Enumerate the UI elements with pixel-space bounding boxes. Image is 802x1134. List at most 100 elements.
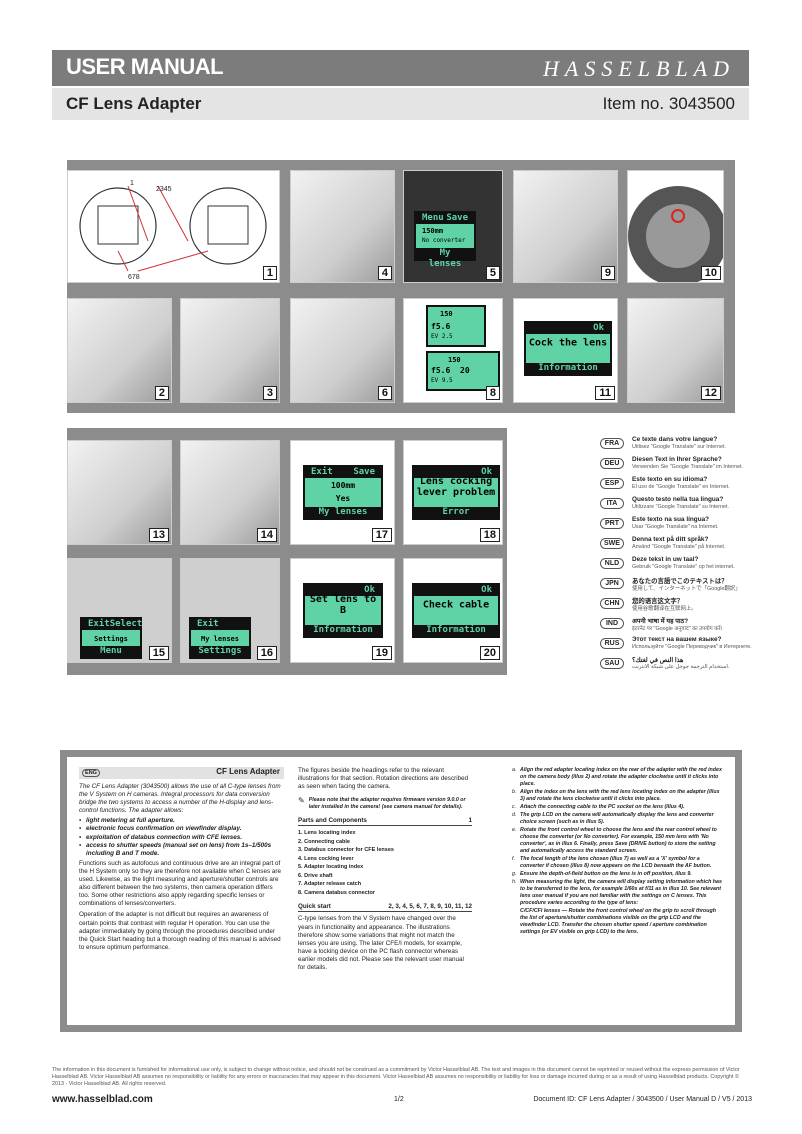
figure-number: 17 bbox=[371, 528, 392, 542]
illustration-11: Ok Cock the lens Information 11 bbox=[513, 298, 618, 403]
paragraph: The figures beside the headings refer to… bbox=[298, 767, 469, 791]
lang-translate-hint: Usar "Google Translate" na Internet. bbox=[632, 524, 719, 530]
step-key: g. bbox=[512, 871, 517, 877]
manual-title: USER MANUAL bbox=[66, 54, 224, 79]
column-1: ENG CF Lens Adapter The CF Lens Adapter … bbox=[79, 767, 284, 952]
step-item: b.Align the index on the lens with the r… bbox=[512, 789, 725, 803]
step-item: C/CF/CFI lenses — Rotate the front contr… bbox=[512, 908, 725, 936]
figure-number: 11 bbox=[595, 386, 615, 400]
figure-number: 12 bbox=[700, 386, 721, 400]
pencil-icon: ✎ bbox=[298, 796, 305, 806]
step-item: f. The focal length of the lens chosen (i… bbox=[512, 856, 725, 870]
header-bar: USER MANUAL HASSELBLAD bbox=[52, 50, 749, 86]
callout-678: 678 bbox=[128, 274, 140, 281]
illustration-10: 10 bbox=[627, 170, 724, 283]
paragraph: Operation of the adapter is not difficul… bbox=[79, 911, 281, 951]
lang-question: Deze tekst in uw taal? bbox=[632, 556, 699, 563]
list-item: 6. Drive shaft bbox=[298, 872, 333, 879]
lcd-screen: Exit My lenses Settings bbox=[189, 617, 251, 659]
figure-number: 2 bbox=[154, 386, 169, 400]
lang-question: Этот текст на вашем языке? bbox=[632, 636, 722, 643]
product-name: CF Lens Adapter bbox=[66, 94, 202, 113]
lang-question: Este texto en su idioma? bbox=[632, 476, 708, 483]
lang-question: Este texto na sua língua? bbox=[632, 516, 710, 523]
step-text: Align the index on the lens with the red… bbox=[520, 789, 720, 802]
step-text: When measuring the light, the camera wil… bbox=[520, 879, 722, 906]
section-header: ENG CF Lens Adapter bbox=[79, 767, 284, 779]
step-text: The focal length of the lens chosen (ill… bbox=[520, 856, 712, 869]
illustration-20: Ok Check cable Information 20 bbox=[403, 558, 503, 663]
figure-number: 3 bbox=[262, 386, 277, 400]
lang-translate-hint: 使用して、インターネットで「Google翻訳」 bbox=[632, 586, 741, 592]
paragraph: Functions such as autofocus and continuo… bbox=[79, 859, 281, 908]
step-item: h.When measuring the light, the camera w… bbox=[512, 879, 725, 907]
step-text: The grip LCD on the camera will automati… bbox=[520, 812, 714, 825]
lcd-screen: Ok Check cable Information bbox=[412, 583, 500, 638]
lang-question: Diesen Text in Ihrer Sprache? bbox=[632, 456, 722, 463]
lang-code: NLD bbox=[600, 558, 624, 569]
intro-text: The CF Lens Adapter (3043500) allows the… bbox=[79, 783, 281, 815]
lang-badge: ENG bbox=[82, 769, 100, 777]
lang-translate-hint: استخدام الترجمة جوجل على شبكة الانترنت. bbox=[632, 664, 730, 670]
disclaimer: The information in this document is furn… bbox=[52, 1067, 740, 1087]
lang-question: هذا النص في لغتك؟ bbox=[632, 657, 684, 664]
list-item: electronic focus confirmation on viewfin… bbox=[79, 825, 284, 833]
illustration-1: 1 2345 678 1 bbox=[67, 170, 280, 283]
figure-number: 20 bbox=[479, 646, 500, 660]
illustration-2: 2 bbox=[67, 298, 172, 403]
step-key: c. bbox=[512, 804, 517, 810]
document-id: Document ID: CF Lens Adapter / 3043500 /… bbox=[533, 1096, 752, 1103]
list-item: 1. Lens locating index bbox=[298, 830, 356, 837]
step-key: b. bbox=[512, 789, 517, 795]
step-key: f. bbox=[512, 856, 515, 862]
website-link[interactable]: www.hasselblad.com bbox=[52, 1094, 153, 1105]
list-item: 7. Adapter release catch bbox=[298, 881, 362, 888]
figure-number: 4 bbox=[377, 266, 392, 280]
footer: www.hasselblad.com 1/2 Document ID: CF L… bbox=[52, 1094, 752, 1108]
figure-number: 16 bbox=[256, 646, 277, 660]
subheader-bar: CF Lens Adapter Item no. 3043500 bbox=[52, 88, 749, 120]
lang-question: Denna text på ditt språk? bbox=[632, 536, 709, 543]
illustration-8: 150 f5.6 EV 2.5 150 f5.6 20 EV 9.5 8 bbox=[403, 298, 503, 403]
list-item: 5. Adapter locating index bbox=[298, 864, 364, 871]
lcd-screen: Ok Lens cocking lever problem Error bbox=[412, 465, 500, 520]
lang-code: DEU bbox=[600, 458, 624, 469]
list-item: 8. Camera databus connector bbox=[298, 889, 376, 896]
brand-logo: HASSELBLAD bbox=[543, 56, 735, 81]
steps-list: a.Align the red adapter locating index o… bbox=[512, 767, 725, 936]
figure-number: 19 bbox=[371, 646, 392, 660]
item-number: Item no. 3043500 bbox=[602, 94, 735, 113]
figure-number: 8 bbox=[485, 386, 500, 400]
callout-1: 1 bbox=[130, 180, 134, 187]
lang-translate-hint: Använd "Google Translate" på Internet. bbox=[632, 544, 726, 550]
list-item: light metering at full aperture. bbox=[79, 817, 284, 825]
lcd-screen: 150 f5.6 20 EV 9.5 bbox=[426, 351, 500, 391]
illustration-19: Ok Set lens to B Information 19 bbox=[290, 558, 395, 663]
parts-list: 1. Lens locating index 2. Connecting cab… bbox=[298, 829, 472, 897]
list-item: access to shutter speeds (manual set on … bbox=[79, 842, 284, 858]
step-key: a. bbox=[512, 767, 517, 773]
lang-translate-hint: Utilizzare "Google Translate" su Interne… bbox=[632, 504, 730, 510]
figure-number: 6 bbox=[377, 386, 392, 400]
lang-translate-hint: 使用谷歌翻译在互联网上。 bbox=[632, 606, 697, 612]
figure-number: 9 bbox=[600, 266, 615, 280]
step-text: Rotate the front control wheel to choose… bbox=[520, 827, 717, 854]
lang-question: Questo testo nella tua lingua? bbox=[632, 496, 724, 503]
adapter-diagram: 1 2345 678 bbox=[79, 180, 267, 281]
step-text: Align the red adapter locating index on … bbox=[520, 767, 722, 787]
lang-translate-hint: Utilisez "Google Translate" sur Internet… bbox=[632, 444, 727, 450]
paragraph: C-type lenses from the V System have cha… bbox=[298, 915, 464, 972]
illustration-12: 12 bbox=[627, 298, 724, 403]
step-item: c.Attach the connecting cable to the PC … bbox=[512, 804, 725, 811]
column-3: a.Align the red adapter locating index o… bbox=[512, 767, 725, 937]
figure-number: 18 bbox=[479, 528, 500, 542]
step-key: d. bbox=[512, 812, 517, 818]
lang-code: CHN bbox=[600, 598, 624, 609]
